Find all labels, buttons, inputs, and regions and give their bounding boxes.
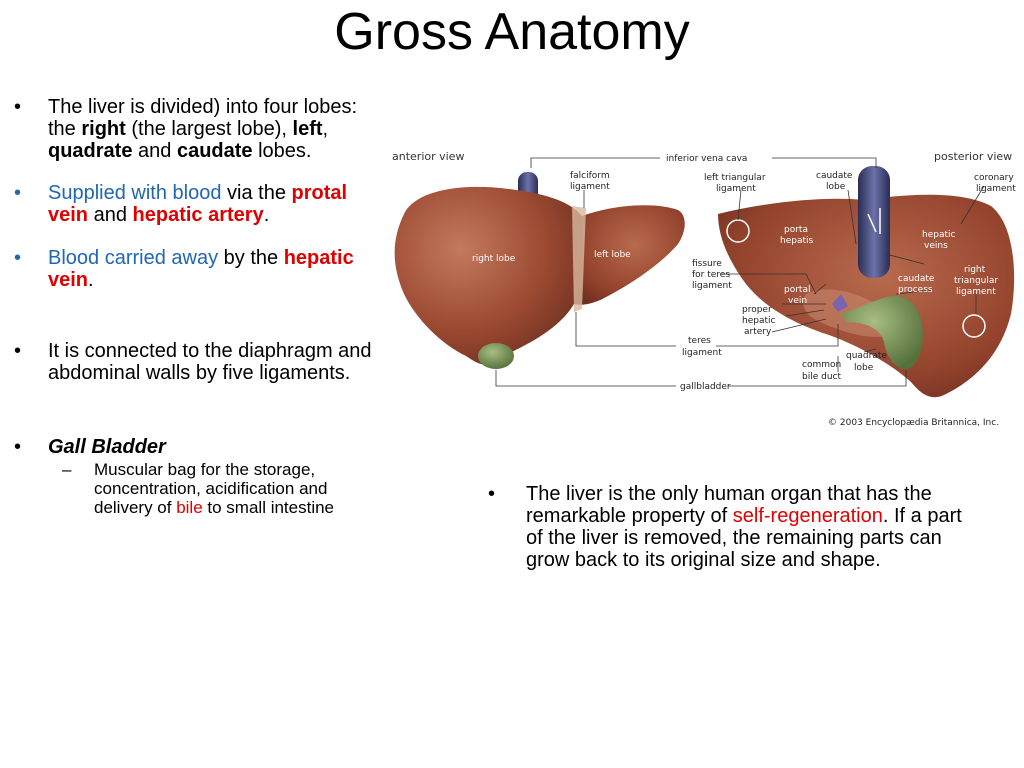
bullet-marker: •	[14, 340, 22, 362]
term-right: right	[81, 118, 126, 140]
label-proper-hepatic-artery: artery	[744, 327, 772, 337]
sub-bullet-text: Muscular bag for the storage, concentrat…	[94, 460, 328, 517]
posterior-liver-shape	[718, 194, 1015, 398]
label-fissure: fissure	[692, 259, 722, 269]
label-fissure: ligament	[692, 281, 732, 291]
label-common-bile-duct: common	[802, 360, 841, 370]
leader-lines	[495, 157, 985, 387]
bullet-text: and	[88, 204, 133, 226]
label-fissure: for teres	[692, 270, 730, 280]
bullet-marker: •	[14, 436, 22, 458]
bullet-ligaments: • It is connected to the diaphragm and a…	[14, 340, 384, 384]
bullet-text: .	[263, 204, 270, 226]
highlight-carried-away: Blood carried away	[48, 247, 219, 269]
liver-anatomy-figure: anterior view posterior view inferior ve…	[386, 144, 1022, 434]
label-caudate-process: caudate	[898, 274, 935, 284]
bullet-marker: •	[14, 96, 22, 118]
bullet-text: .	[88, 269, 94, 291]
bullet-text: The liver is the only human organ that h…	[526, 483, 932, 527]
bullet-regeneration: • The liver is the only human organ that…	[488, 483, 966, 571]
label-proper-hepatic-artery: hepatic	[742, 316, 775, 326]
label-hepatic-veins: veins	[924, 241, 948, 251]
sub-bullet-gall-bladder: – Muscular bag for the storage, concentr…	[14, 460, 384, 517]
label-teres-ligament: teres	[688, 336, 711, 346]
term-bile: bile	[176, 498, 203, 517]
gallbladder-posterior	[841, 295, 923, 370]
slide-title: Gross Anatomy	[334, 3, 690, 61]
label-teres-ligament: ligament	[682, 348, 722, 358]
label-right-lobe: right lobe	[472, 254, 516, 264]
label-caudate-lobe: lobe	[826, 182, 846, 192]
bullet-text: ,	[322, 118, 329, 140]
label-right-triangular: ligament	[956, 287, 996, 297]
bullet-text: via the	[221, 182, 292, 204]
label-porta-hepatis: hepatis	[780, 236, 813, 246]
label-coronary: coronary	[974, 173, 1014, 183]
label-left-lobe: left lobe	[594, 250, 631, 260]
bullet-text: by the	[218, 247, 284, 269]
label-copyright: © 2003 Encyclopædia Britannica, Inc.	[828, 418, 999, 428]
bullet-blood-supply: • Supplied with blood via the protal vei…	[14, 182, 384, 226]
label-quadrate-lobe: quadrate	[846, 351, 887, 361]
bullet-blood-away: • Blood carried away by the hepatic vein…	[14, 247, 384, 291]
sub-bullet-text: to small intestine	[202, 498, 335, 517]
term-hepatic-vein: hepatic vein	[48, 247, 354, 291]
portal-vein-shape	[832, 294, 848, 312]
term-left: left	[292, 118, 323, 140]
sub-bullet-marker: –	[62, 460, 72, 479]
label-portal-vein: portal	[784, 285, 810, 295]
label-caudate-process: process	[898, 285, 933, 295]
label-inferior-vena-cava: inferior vena cava	[666, 154, 747, 164]
label-anterior-view: anterior view	[392, 150, 464, 163]
label-quadrate-lobe: lobe	[854, 363, 874, 373]
gallbladder-anterior	[478, 343, 514, 369]
bullet-marker: •	[14, 247, 22, 269]
term-self-regeneration: self-regeneration	[732, 505, 883, 527]
bullet-gall-bladder: • Gall Bladder	[14, 436, 384, 458]
bullet-marker: •	[488, 483, 496, 505]
label-right-triangular: right	[964, 265, 986, 275]
label-falciform: ligament	[570, 182, 610, 192]
bullet-text: . If a part of the liver is removed, the…	[526, 505, 962, 571]
term-portal-vein: protal vein	[48, 182, 348, 226]
label-left-triangular: left triangular	[704, 173, 766, 183]
label-common-bile-duct: bile duct	[802, 372, 841, 382]
right-triangular-marker	[962, 314, 986, 338]
label-falciform: falciform	[570, 171, 610, 181]
liver-diagram-svg: anterior view posterior view inferior ve…	[392, 150, 1016, 428]
left-bullet-list: • The liver is divided) into four lobes:…	[14, 96, 384, 517]
label-right-triangular: triangular	[954, 276, 998, 286]
bullet-text: (the largest lobe),	[125, 118, 293, 140]
gall-bladder-heading: Gall Bladder	[48, 436, 166, 458]
hepatic-veins-lines	[867, 208, 881, 234]
vena-cava-posterior	[858, 166, 890, 278]
left-lobe-shape	[574, 205, 685, 305]
label-portal-vein: vein	[788, 296, 807, 306]
label-left-triangular: ligament	[716, 184, 756, 194]
highlight-supplied: Supplied with blood	[48, 182, 222, 204]
bullet-text: The liver is divided) into four lobes: t…	[48, 96, 358, 140]
bullet-text: lobes.	[252, 140, 312, 162]
anterior-liver	[394, 172, 685, 369]
posterior-liver	[718, 166, 1015, 398]
label-proper-hepatic-artery: proper	[742, 305, 772, 315]
bullet-text: and	[132, 140, 177, 162]
label-hepatic-veins: hepatic	[922, 230, 955, 240]
bullet-text: It is connected to the diaphragm and abd…	[48, 340, 372, 384]
term-caudate: caudate	[176, 140, 253, 162]
term-hepatic-artery: hepatic artery	[132, 204, 264, 226]
falciform-ligament-shape	[572, 206, 586, 312]
label-posterior-view: posterior view	[934, 150, 1012, 163]
bullet-marker: •	[14, 182, 22, 204]
label-caudate-lobe: caudate	[816, 171, 853, 181]
label-coronary: ligament	[976, 184, 1016, 194]
label-gallbladder: gallbladder	[680, 382, 731, 392]
label-porta-hepatis: porta	[784, 225, 808, 235]
bullet-lobes: • The liver is divided) into four lobes:…	[14, 96, 384, 162]
right-lobe-shape	[394, 186, 584, 365]
term-quadrate: quadrate	[48, 140, 133, 162]
